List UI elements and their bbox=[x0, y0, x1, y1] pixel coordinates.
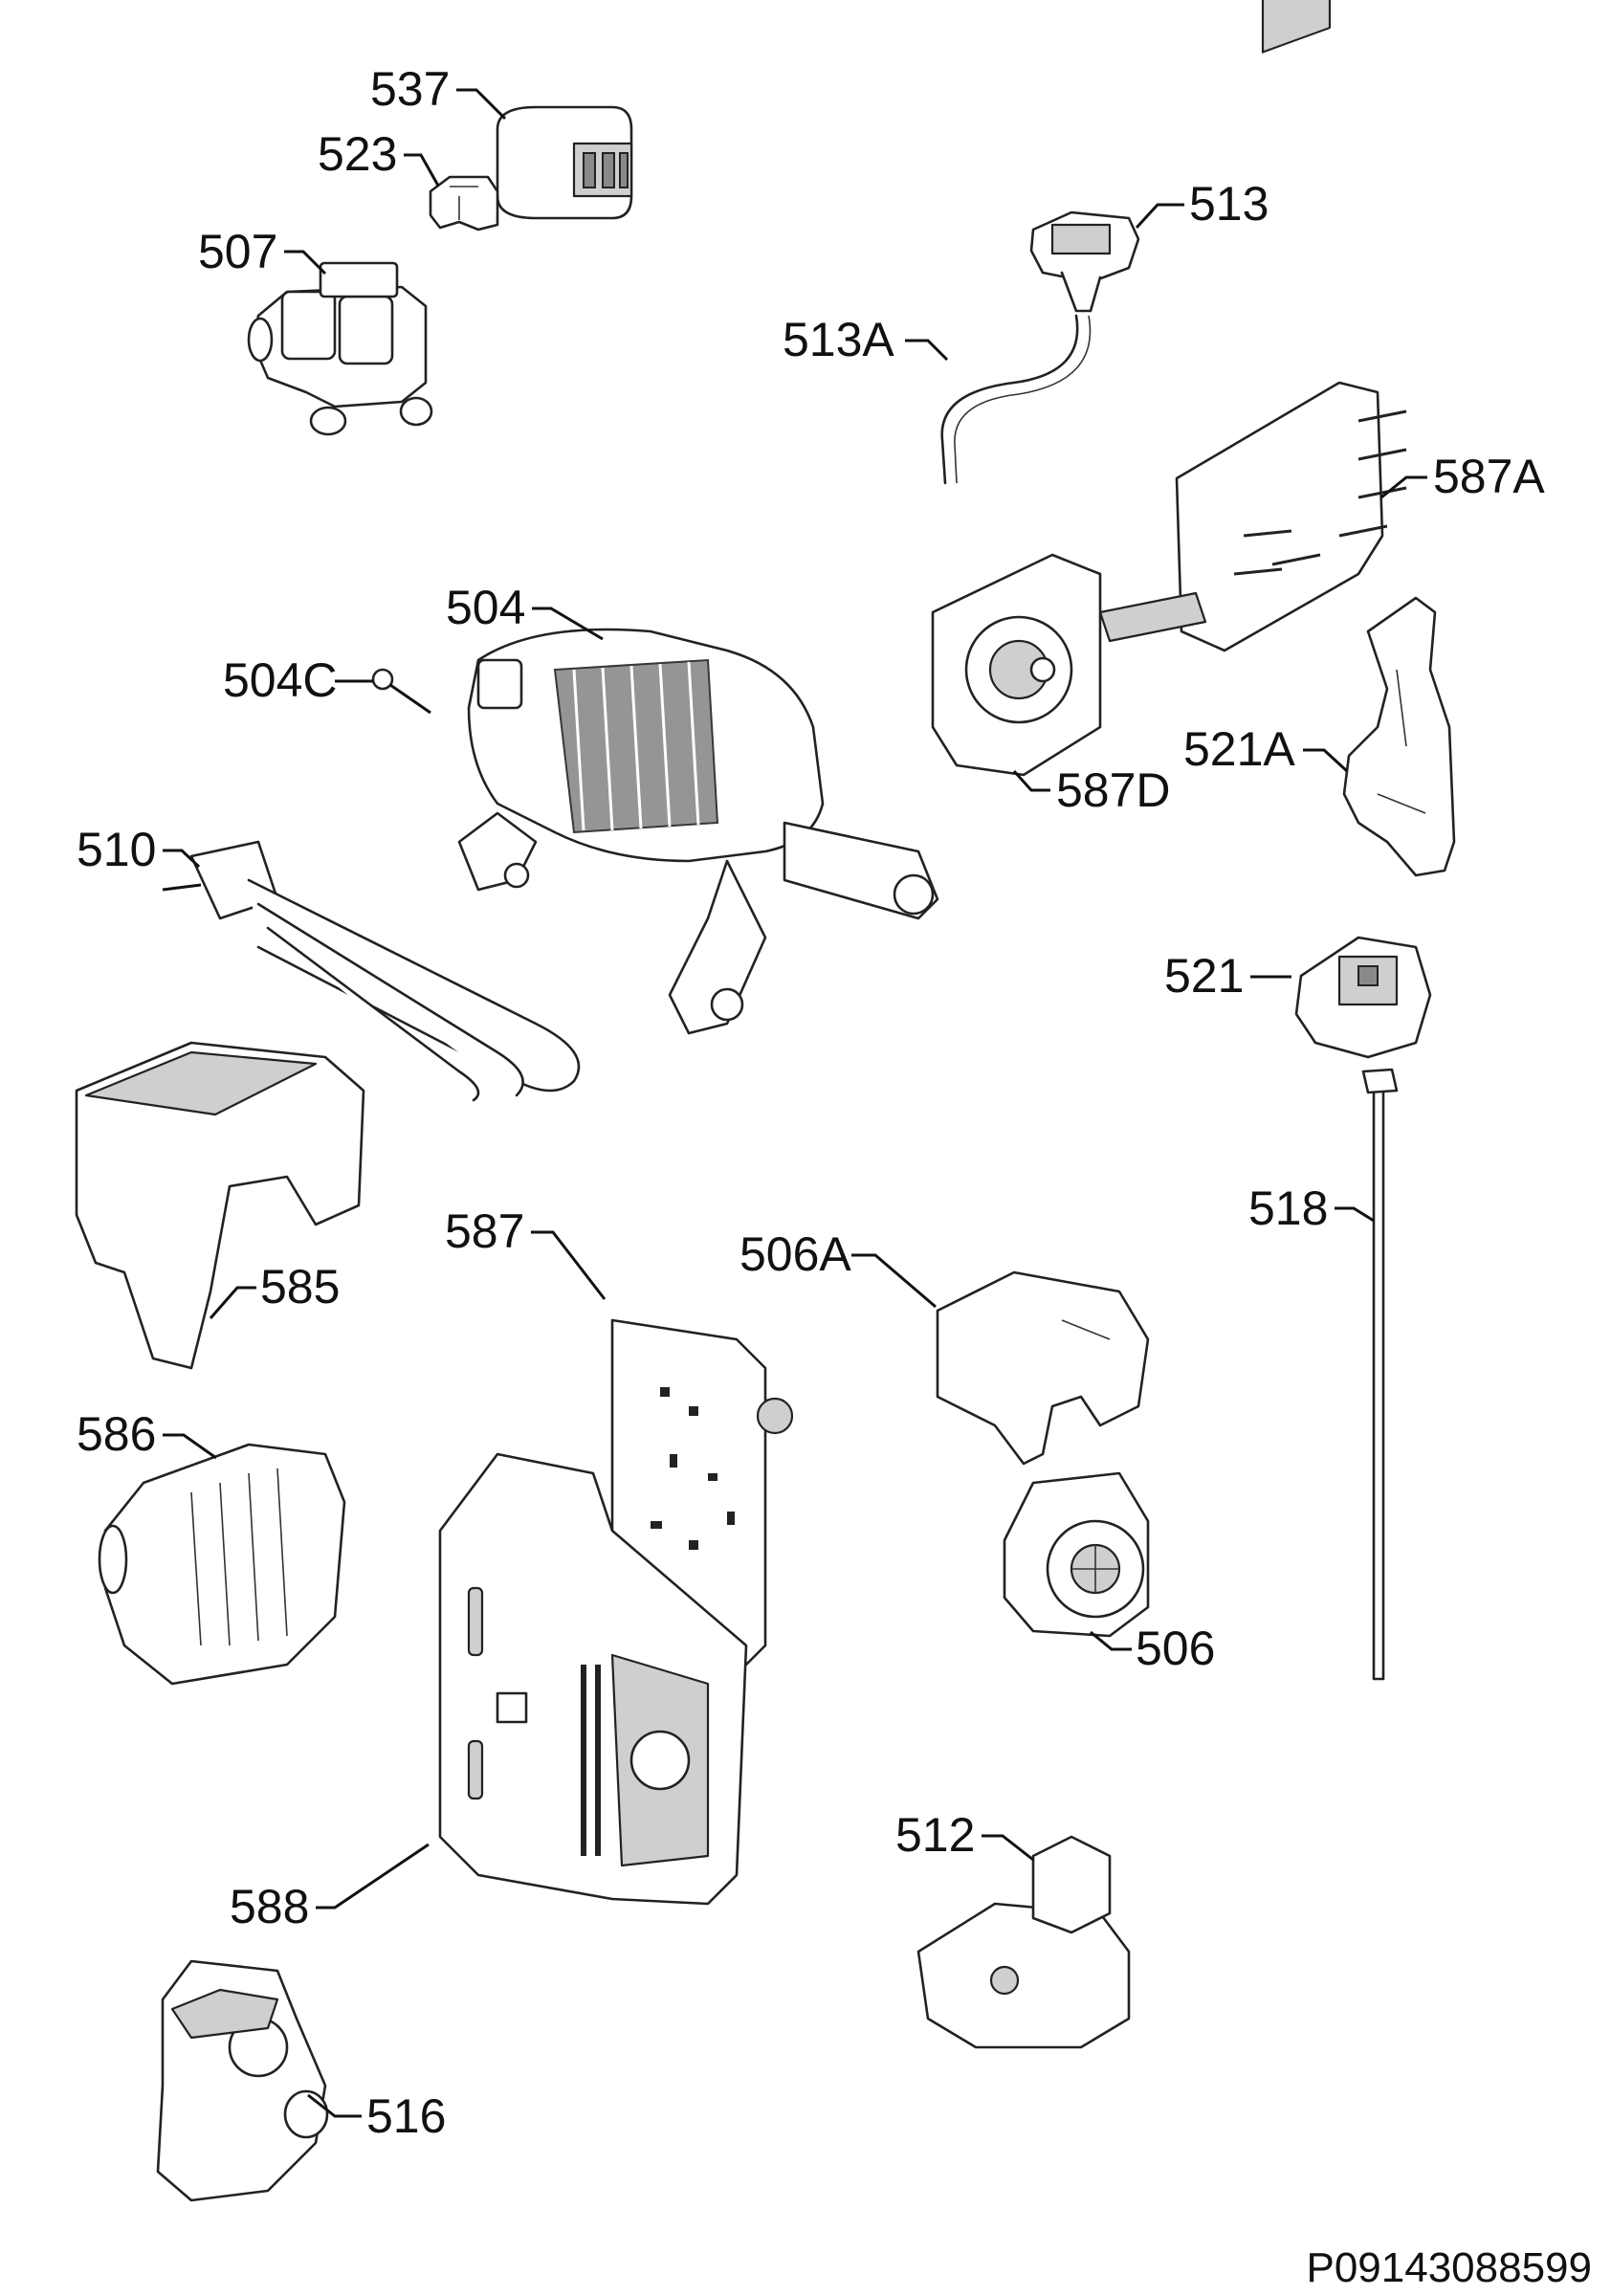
part-510-illustration bbox=[162, 840, 581, 1102]
part-587a-illustration bbox=[1175, 0, 1407, 652]
svg-text:504C: 504C bbox=[223, 653, 338, 707]
part-521-illustration bbox=[1294, 936, 1432, 1059]
part-537-illustration bbox=[496, 105, 633, 220]
part-label-504c: 504C bbox=[223, 653, 373, 707]
part-label-504: 504 bbox=[446, 581, 604, 641]
svg-text:587D: 587D bbox=[1056, 763, 1171, 817]
svg-text:586: 586 bbox=[77, 1407, 156, 1461]
drawing-code: P09143088599 bbox=[1306, 2244, 1592, 2291]
part-label-585: 585 bbox=[209, 1260, 340, 1319]
part-label-518: 518 bbox=[1248, 1181, 1375, 1235]
part-label-506a: 506A bbox=[739, 1227, 937, 1309]
part-label-513: 513 bbox=[1135, 177, 1269, 231]
svg-text:504: 504 bbox=[446, 581, 525, 634]
part-516-illustration bbox=[156, 1959, 329, 2202]
svg-text:510: 510 bbox=[77, 823, 156, 876]
part-518-illustration bbox=[1361, 1068, 1399, 1681]
part-506-illustration bbox=[1003, 1471, 1150, 1638]
part-label-523: 523 bbox=[318, 127, 440, 187]
part-label-513a: 513A bbox=[783, 313, 949, 366]
part-label-587: 587 bbox=[445, 1204, 607, 1300]
svg-text:516: 516 bbox=[366, 2089, 446, 2143]
svg-text:512: 512 bbox=[895, 1808, 975, 1862]
svg-text:506A: 506A bbox=[739, 1227, 851, 1281]
part-523-illustration bbox=[429, 175, 499, 232]
part-585-illustration bbox=[75, 1041, 365, 1370]
part-label-588: 588 bbox=[230, 1843, 430, 1933]
part-label-521: 521 bbox=[1164, 949, 1291, 1003]
part-label-510: 510 bbox=[77, 823, 201, 876]
part-label-587d: 587D bbox=[1012, 763, 1171, 817]
part-504c-illustration bbox=[371, 668, 431, 715]
svg-text:521: 521 bbox=[1164, 949, 1244, 1003]
part-label-512: 512 bbox=[895, 1808, 1034, 1862]
part-588-illustration bbox=[438, 1452, 748, 1906]
svg-text:513A: 513A bbox=[783, 313, 894, 366]
part-586-illustration bbox=[98, 1443, 346, 1686]
part-label-521a: 521A bbox=[1183, 722, 1349, 776]
part-504-illustration bbox=[457, 628, 939, 1035]
svg-text:523: 523 bbox=[318, 127, 397, 181]
part-label-587a: 587A bbox=[1380, 450, 1545, 503]
svg-text:513: 513 bbox=[1189, 177, 1269, 231]
svg-text:587: 587 bbox=[445, 1204, 524, 1258]
svg-text:585: 585 bbox=[260, 1260, 340, 1314]
svg-text:521A: 521A bbox=[1183, 722, 1295, 776]
part-label-537: 537 bbox=[370, 62, 507, 121]
part-label-516: 516 bbox=[307, 2089, 446, 2143]
part-507-illustration bbox=[247, 261, 433, 436]
svg-text:518: 518 bbox=[1248, 1181, 1328, 1235]
part-512-illustration bbox=[916, 1835, 1131, 2049]
part-513a-hose bbox=[940, 314, 1079, 485]
part-513a-hose-inner bbox=[954, 315, 1092, 484]
svg-text:588: 588 bbox=[230, 1880, 309, 1933]
svg-text:506: 506 bbox=[1136, 1622, 1215, 1675]
part-587d-illustration bbox=[931, 553, 1207, 777]
svg-text:537: 537 bbox=[370, 62, 450, 116]
svg-text:507: 507 bbox=[198, 225, 277, 278]
part-label-507: 507 bbox=[198, 225, 327, 278]
svg-text:587A: 587A bbox=[1433, 450, 1545, 503]
part-label-586: 586 bbox=[77, 1407, 217, 1461]
part-label-506: 506 bbox=[1090, 1622, 1215, 1675]
part-506a-illustration bbox=[936, 1270, 1150, 1466]
part-513-illustration bbox=[1029, 210, 1140, 313]
part-521a-illustration bbox=[1342, 596, 1456, 877]
